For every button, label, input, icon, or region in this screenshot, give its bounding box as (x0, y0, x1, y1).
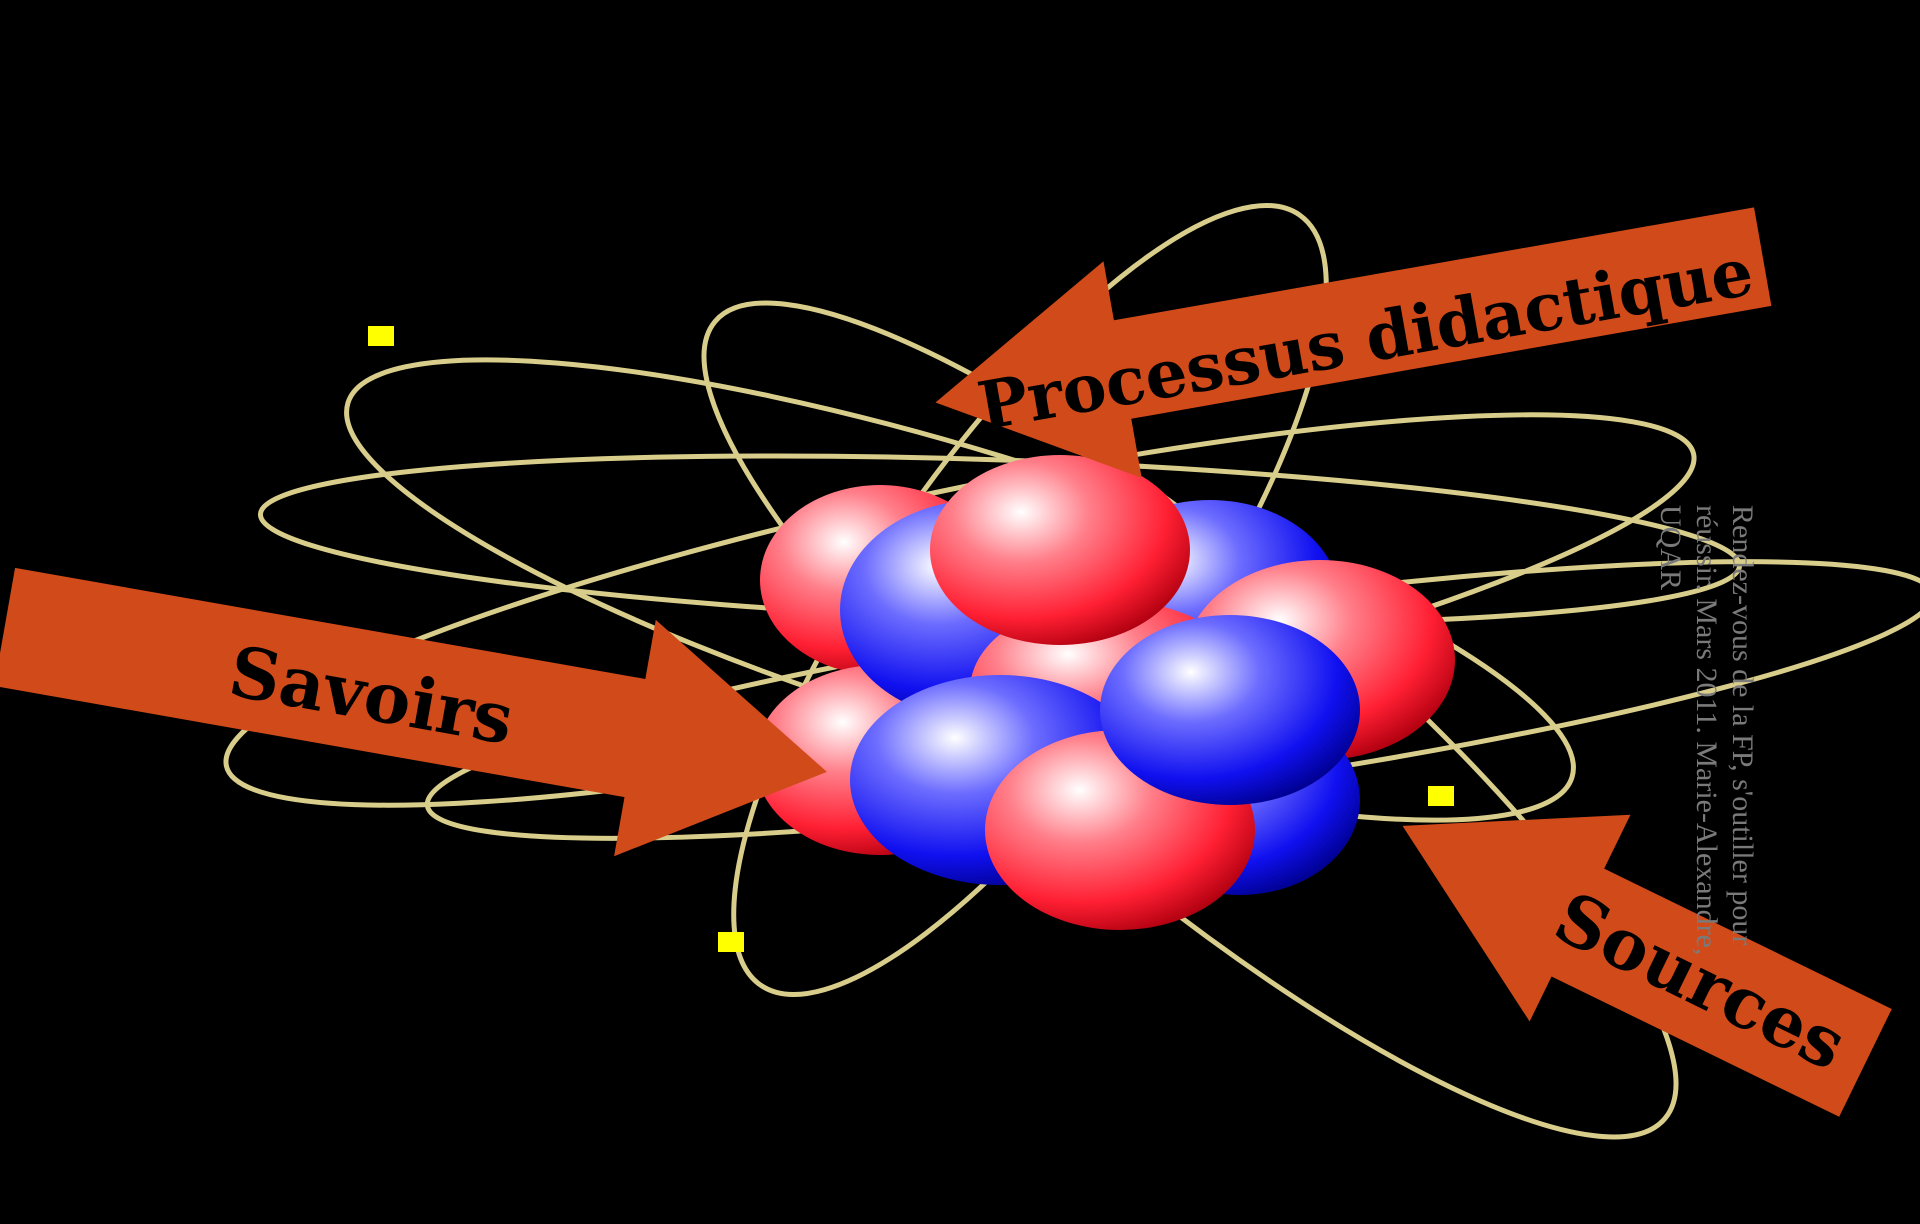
arrow-shape (0, 567, 827, 857)
electrons (368, 326, 1454, 952)
nucleus (755, 455, 1455, 930)
neutron (1100, 615, 1360, 805)
electron (1428, 786, 1454, 806)
electron (368, 326, 394, 346)
arrow-savoirs: Savoirs (0, 567, 827, 857)
electron (718, 932, 744, 952)
arrow-shape (1402, 814, 1892, 1117)
proton (930, 455, 1190, 645)
arrow-shape (935, 207, 1772, 478)
footer-note: Rendez-vous de la FP, s'outiller pour ré… (1654, 505, 1759, 956)
